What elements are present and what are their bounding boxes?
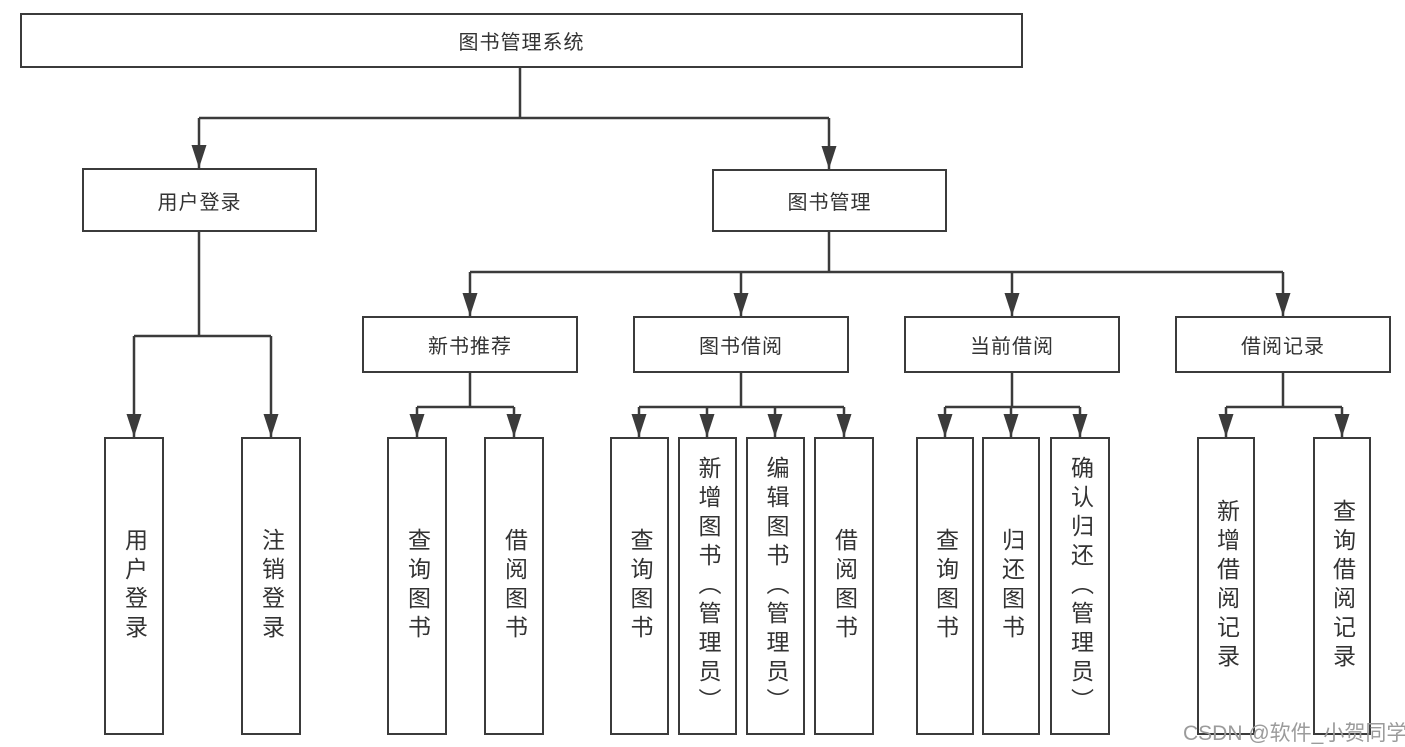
node-book-management: 图书管理 — [712, 169, 947, 232]
node-current-borrow-label: 当前借阅 — [970, 336, 1054, 358]
node-leaf-borrow-borrow-label: 借阅图书 — [831, 528, 858, 644]
node-leaf-logout: 注销登录 — [241, 437, 301, 735]
node-leaf-newbook-query-label: 查询图书 — [404, 528, 431, 644]
node-leaf-record-add: 新增借阅记录 — [1197, 437, 1255, 735]
node-root: 图书管理系统 — [20, 13, 1023, 68]
node-new-book-recommend-label: 新书推荐 — [428, 336, 512, 358]
node-leaf-record-query: 查询借阅记录 — [1313, 437, 1371, 735]
node-leaf-current-query: 查询图书 — [916, 437, 974, 735]
node-leaf-borrow-query: 查询图书 — [610, 437, 669, 735]
node-book-management-label: 图书管理 — [787, 192, 872, 214]
node-leaf-borrow-borrow: 借阅图书 — [814, 437, 874, 735]
node-borrow-record-label: 借阅记录 — [1241, 336, 1325, 358]
node-borrow-record: 借阅记录 — [1175, 316, 1391, 373]
node-leaf-borrow-add: 新增图书（管理员） — [678, 437, 737, 735]
node-leaf-logout-label: 注销登录 — [258, 528, 285, 644]
node-book-borrow-label: 图书借阅 — [699, 336, 783, 358]
node-leaf-newbook-query: 查询图书 — [387, 437, 447, 735]
node-book-borrow: 图书借阅 — [633, 316, 849, 373]
node-leaf-current-return: 归还图书 — [982, 437, 1040, 735]
node-leaf-current-confirm-label: 确认归还（管理员） — [1067, 455, 1094, 717]
node-leaf-newbook-borrow: 借阅图书 — [484, 437, 544, 735]
node-user-login-label: 用户登录 — [157, 191, 242, 214]
node-leaf-user-login: 用户登录 — [104, 437, 164, 735]
node-leaf-user-login-label: 用户登录 — [121, 528, 148, 644]
node-leaf-borrow-add-label: 新增图书（管理员） — [695, 455, 721, 717]
node-leaf-current-query-label: 查询图书 — [932, 528, 959, 644]
node-root-label: 图书管理系统 — [458, 32, 585, 54]
node-leaf-record-add-label: 新增借阅记录 — [1213, 499, 1240, 673]
node-user-login: 用户登录 — [82, 168, 317, 232]
node-leaf-record-query-label: 查询借阅记录 — [1329, 499, 1356, 673]
csdn-watermark: CSDN @软件_小贺同学 — [1183, 722, 1405, 745]
node-leaf-current-return-label: 归还图书 — [998, 528, 1025, 644]
node-leaf-borrow-query-label: 查询图书 — [627, 528, 653, 644]
node-leaf-borrow-edit-label: 编辑图书（管理员） — [763, 455, 789, 717]
node-leaf-current-confirm: 确认归还（管理员） — [1050, 437, 1110, 735]
node-new-book-recommend: 新书推荐 — [362, 316, 578, 373]
node-leaf-newbook-borrow-label: 借阅图书 — [501, 528, 528, 644]
node-current-borrow: 当前借阅 — [904, 316, 1120, 373]
node-leaf-borrow-edit: 编辑图书（管理员） — [746, 437, 805, 735]
